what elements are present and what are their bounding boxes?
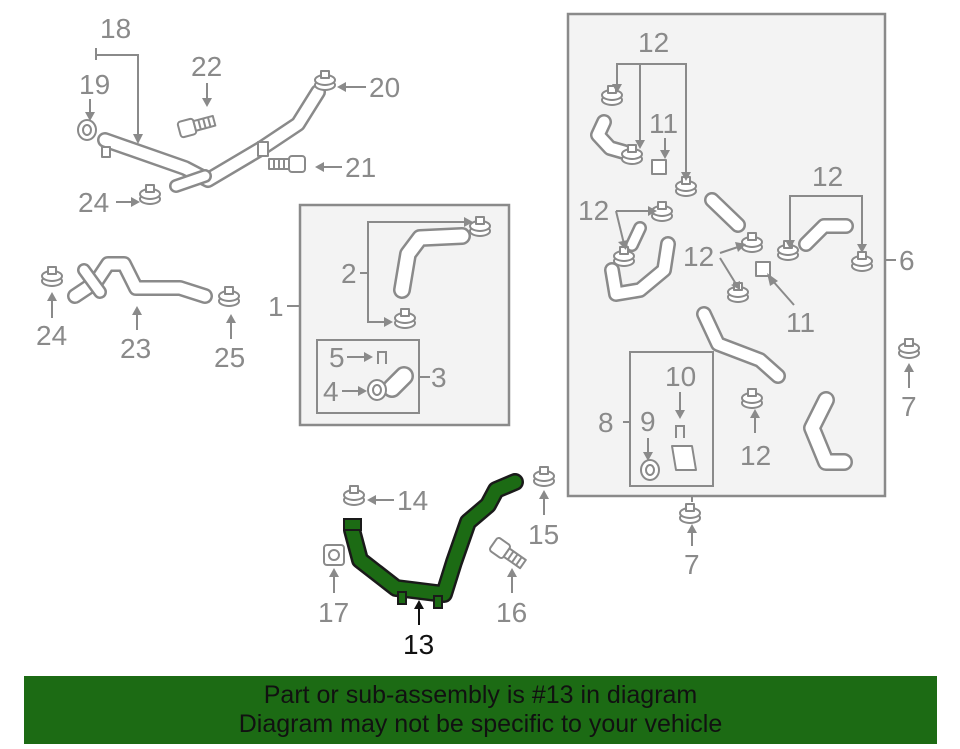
callout-12-mid-left: 12	[578, 195, 609, 226]
bolt-22	[176, 112, 218, 139]
callout-2: 2	[341, 258, 357, 289]
callout-labels: 18 19 22 20 21 24 24 23 25 1 2 3 5 4 12 …	[36, 13, 917, 660]
callout-18: 18	[100, 13, 131, 44]
callout-19: 19	[79, 69, 110, 100]
callout-11-top: 11	[649, 108, 678, 139]
callout-12-top: 12	[638, 27, 669, 58]
o-ring-19	[77, 119, 97, 141]
hose-23	[67, 256, 213, 304]
hose-2	[393, 227, 471, 299]
callout-12-mid: 12	[683, 241, 714, 272]
leader-lines	[47, 48, 914, 593]
callout-24-top: 24	[78, 187, 109, 218]
hose-clamp-24	[41, 266, 63, 287]
callout-14: 14	[397, 485, 428, 516]
notice-banner: Part or sub-assembly is #13 in diagram D…	[24, 676, 937, 744]
clip-5	[377, 351, 387, 364]
nut-17	[323, 544, 345, 566]
callout-1: 1	[268, 291, 284, 322]
callout-22: 22	[191, 51, 222, 82]
hose-clamp-24-top	[139, 184, 161, 205]
callout-15: 15	[528, 519, 559, 550]
clip-10	[675, 425, 685, 438]
callout-4: 4	[323, 376, 339, 407]
callout-7-bottom: 7	[684, 549, 700, 580]
o-ring-4	[367, 379, 387, 401]
fitting-3	[382, 366, 414, 398]
callout-6: 6	[899, 245, 915, 276]
hose-clamp-7-bottom	[679, 503, 701, 524]
callout-7-right: 7	[901, 391, 917, 422]
callout-12-bottom: 12	[740, 440, 771, 471]
callout-17: 17	[318, 597, 349, 628]
hose-clamp-14	[343, 485, 365, 506]
callout-11-bottom: 11	[786, 307, 815, 338]
callout-3: 3	[431, 362, 447, 393]
hoses-group-6	[590, 114, 854, 471]
banner-line-1: Part or sub-assembly is #13 in diagram	[263, 681, 698, 709]
pipe-assembly-18	[97, 84, 326, 193]
bolt-16	[487, 535, 529, 572]
callout-23: 23	[120, 333, 151, 364]
coolant-pipe-13-highlighted	[343, 473, 524, 609]
hose-clamp-20	[314, 70, 336, 91]
hose-clamp-25	[218, 286, 240, 307]
banner-line-2: Diagram may not be specific to your vehi…	[238, 710, 723, 738]
o-ring-9	[640, 459, 660, 481]
callout-25: 25	[214, 342, 245, 373]
callout-9: 9	[640, 406, 656, 437]
callout-16: 16	[496, 597, 527, 628]
callout-8: 8	[598, 407, 614, 438]
hose-clamp-7-right	[898, 338, 920, 359]
callout-12-right: 12	[812, 161, 843, 192]
leader-13	[414, 600, 424, 625]
callout-24-left: 24	[36, 320, 67, 351]
callout-21: 21	[345, 152, 376, 183]
callout-5: 5	[329, 342, 345, 373]
callout-20: 20	[369, 72, 400, 103]
callout-13: 13	[403, 629, 434, 660]
callout-10: 10	[665, 361, 696, 392]
bolt-21	[268, 155, 306, 173]
hose-clamp-15	[533, 466, 555, 487]
